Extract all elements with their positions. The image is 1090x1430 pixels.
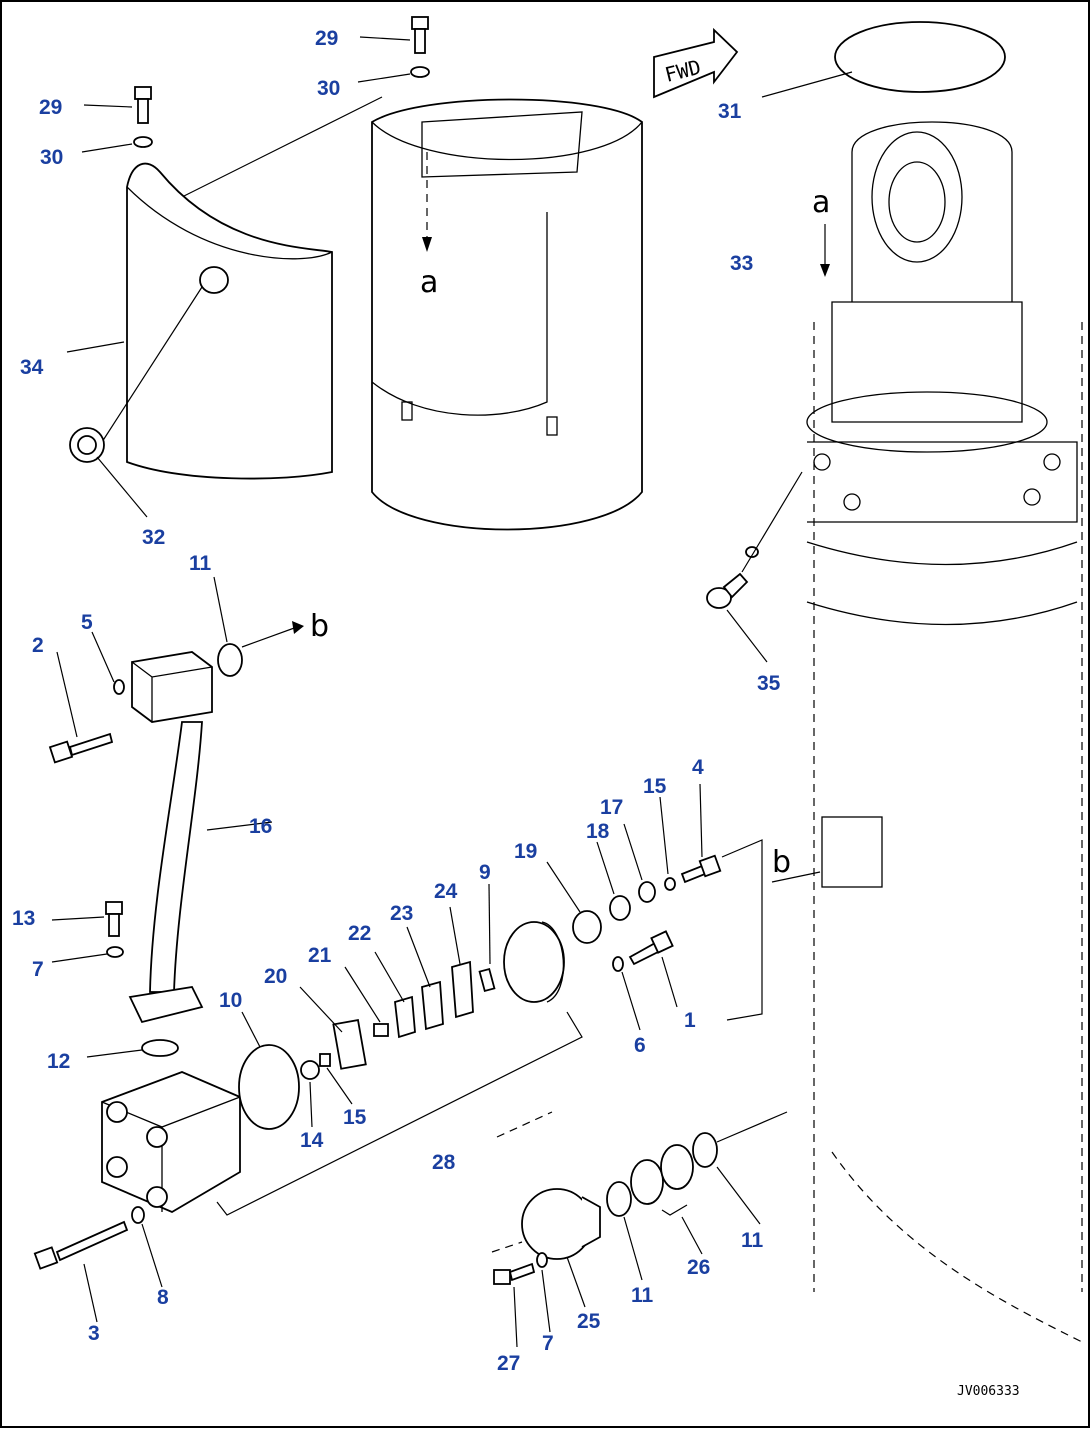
callout-12: 12 bbox=[47, 1050, 70, 1073]
bolt-2 bbox=[48, 679, 125, 764]
callout-23: 23 bbox=[390, 902, 413, 925]
callout-30-top: 30 bbox=[317, 77, 340, 100]
callout-16: 16 bbox=[249, 815, 272, 838]
o-ring-31 bbox=[834, 21, 1006, 93]
cover-34 bbox=[126, 162, 333, 480]
bolt-1 bbox=[612, 930, 674, 972]
callout-17: 17 bbox=[600, 796, 623, 819]
view-letter-a: a bbox=[420, 265, 438, 300]
callout-5: 5 bbox=[81, 611, 93, 634]
callout-7-left: 7 bbox=[32, 958, 44, 981]
disc-18 bbox=[609, 895, 631, 921]
callout-30-left: 30 bbox=[40, 146, 63, 169]
o-ring-12 bbox=[141, 1039, 179, 1057]
flange-25 bbox=[521, 1188, 601, 1260]
bolt-27 bbox=[493, 1252, 548, 1285]
callout-19: 19 bbox=[514, 840, 537, 863]
callout-29-left: 29 bbox=[39, 96, 62, 119]
callout-11-top: 11 bbox=[189, 552, 212, 575]
view-letter-a-right: a bbox=[812, 185, 830, 220]
callout-29-top: 29 bbox=[315, 27, 338, 50]
cylinder-assembly bbox=[806, 121, 1083, 1343]
callout-11-lower: 11 bbox=[631, 1284, 654, 1307]
callout-3: 3 bbox=[88, 1322, 100, 1345]
cover-33 bbox=[371, 98, 643, 531]
callout-26: 26 bbox=[687, 1256, 710, 1279]
callout-22: 22 bbox=[348, 922, 371, 945]
callout-25: 25 bbox=[577, 1310, 601, 1333]
callout-14: 14 bbox=[300, 1129, 324, 1152]
pin-9 bbox=[478, 967, 496, 993]
callout-32: 32 bbox=[142, 526, 165, 549]
callout-6: 6 bbox=[634, 1034, 646, 1057]
callout-1: 1 bbox=[684, 1009, 696, 1032]
flange bbox=[503, 921, 565, 1003]
callout-18: 18 bbox=[586, 820, 610, 843]
drawing-code: JV006333 bbox=[957, 1384, 1020, 1399]
plug-32 bbox=[69, 427, 105, 463]
callout-27: 27 bbox=[497, 1352, 520, 1375]
disc-17 bbox=[638, 881, 656, 903]
callout-10: 10 bbox=[219, 989, 242, 1012]
backup-ring-26a bbox=[630, 1159, 664, 1205]
washer-15-left bbox=[319, 1053, 331, 1067]
valve-body bbox=[101, 1071, 241, 1214]
o-ring-11-lower bbox=[606, 1181, 632, 1217]
bolt-3 bbox=[33, 1206, 145, 1270]
plate-24 bbox=[451, 960, 474, 1019]
callout-15-right: 15 bbox=[643, 775, 667, 798]
callout-8: 8 bbox=[157, 1286, 169, 1309]
callout-7-bottom: 7 bbox=[542, 1332, 554, 1355]
o-ring-10 bbox=[238, 1044, 300, 1130]
callout-31: 31 bbox=[718, 100, 742, 123]
backup-ring-26b bbox=[660, 1144, 694, 1190]
bolt-13 bbox=[105, 901, 124, 958]
view-letter-b-right: b bbox=[772, 845, 791, 880]
disc-19 bbox=[572, 910, 602, 944]
fwd-direction-sign: FWD bbox=[653, 27, 739, 99]
view-letter-b: b bbox=[310, 609, 329, 644]
callout-21: 21 bbox=[308, 944, 332, 967]
bolt-29-left bbox=[133, 86, 153, 148]
bolt-29-top bbox=[410, 16, 430, 78]
pipe-16 bbox=[128, 651, 213, 1024]
o-ring-11-right bbox=[692, 1132, 718, 1168]
sensor-35 bbox=[706, 546, 759, 609]
callout-labels: 29 30 29 30 31 33 34 32 11 2 5 16 35 13 … bbox=[12, 27, 781, 1375]
callout-9: 9 bbox=[479, 861, 491, 884]
plate-21 bbox=[373, 1023, 389, 1037]
callout-33: 33 bbox=[730, 252, 753, 275]
plate-23 bbox=[421, 980, 444, 1031]
callout-24: 24 bbox=[434, 880, 458, 903]
callout-35: 35 bbox=[757, 672, 781, 695]
plate-22 bbox=[394, 995, 416, 1039]
o-ring-11-top bbox=[217, 643, 243, 677]
callout-28: 28 bbox=[432, 1151, 456, 1174]
callout-34: 34 bbox=[20, 356, 44, 379]
bolt-4 bbox=[680, 854, 722, 884]
callout-20: 20 bbox=[264, 965, 287, 988]
callout-4: 4 bbox=[692, 756, 704, 779]
callout-11-right: 11 bbox=[741, 1229, 764, 1252]
washer-15-right bbox=[664, 877, 676, 891]
callout-13: 13 bbox=[12, 907, 35, 930]
callout-2: 2 bbox=[32, 634, 44, 657]
nut-14 bbox=[300, 1060, 320, 1080]
callout-15-left: 15 bbox=[343, 1106, 367, 1129]
